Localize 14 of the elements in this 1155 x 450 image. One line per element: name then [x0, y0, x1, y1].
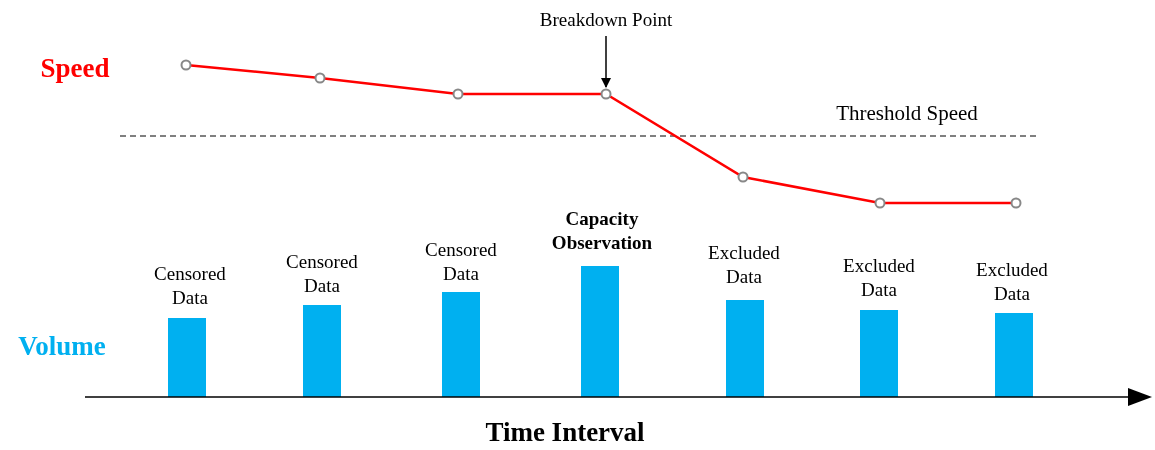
leader-arrow	[601, 35, 611, 88]
series-label: Volume	[17, 330, 107, 363]
bar-label: Excluded Data	[975, 258, 1049, 306]
bar-label: Excluded Data	[707, 241, 781, 289]
series-label: Speed	[39, 52, 111, 85]
annotation-text: Breakdown Point	[516, 8, 696, 33]
axis-title: Time Interval	[484, 416, 646, 449]
bar-label: Capacity Observation	[550, 207, 654, 255]
bar-label: Censored Data	[153, 262, 227, 310]
bar-label: Censored Data	[285, 250, 359, 298]
data-point	[600, 88, 612, 100]
line-label: Threshold Speed	[835, 100, 979, 127]
bar-label: Excluded Data	[842, 254, 916, 302]
bar-label: Censored Data	[424, 238, 498, 286]
